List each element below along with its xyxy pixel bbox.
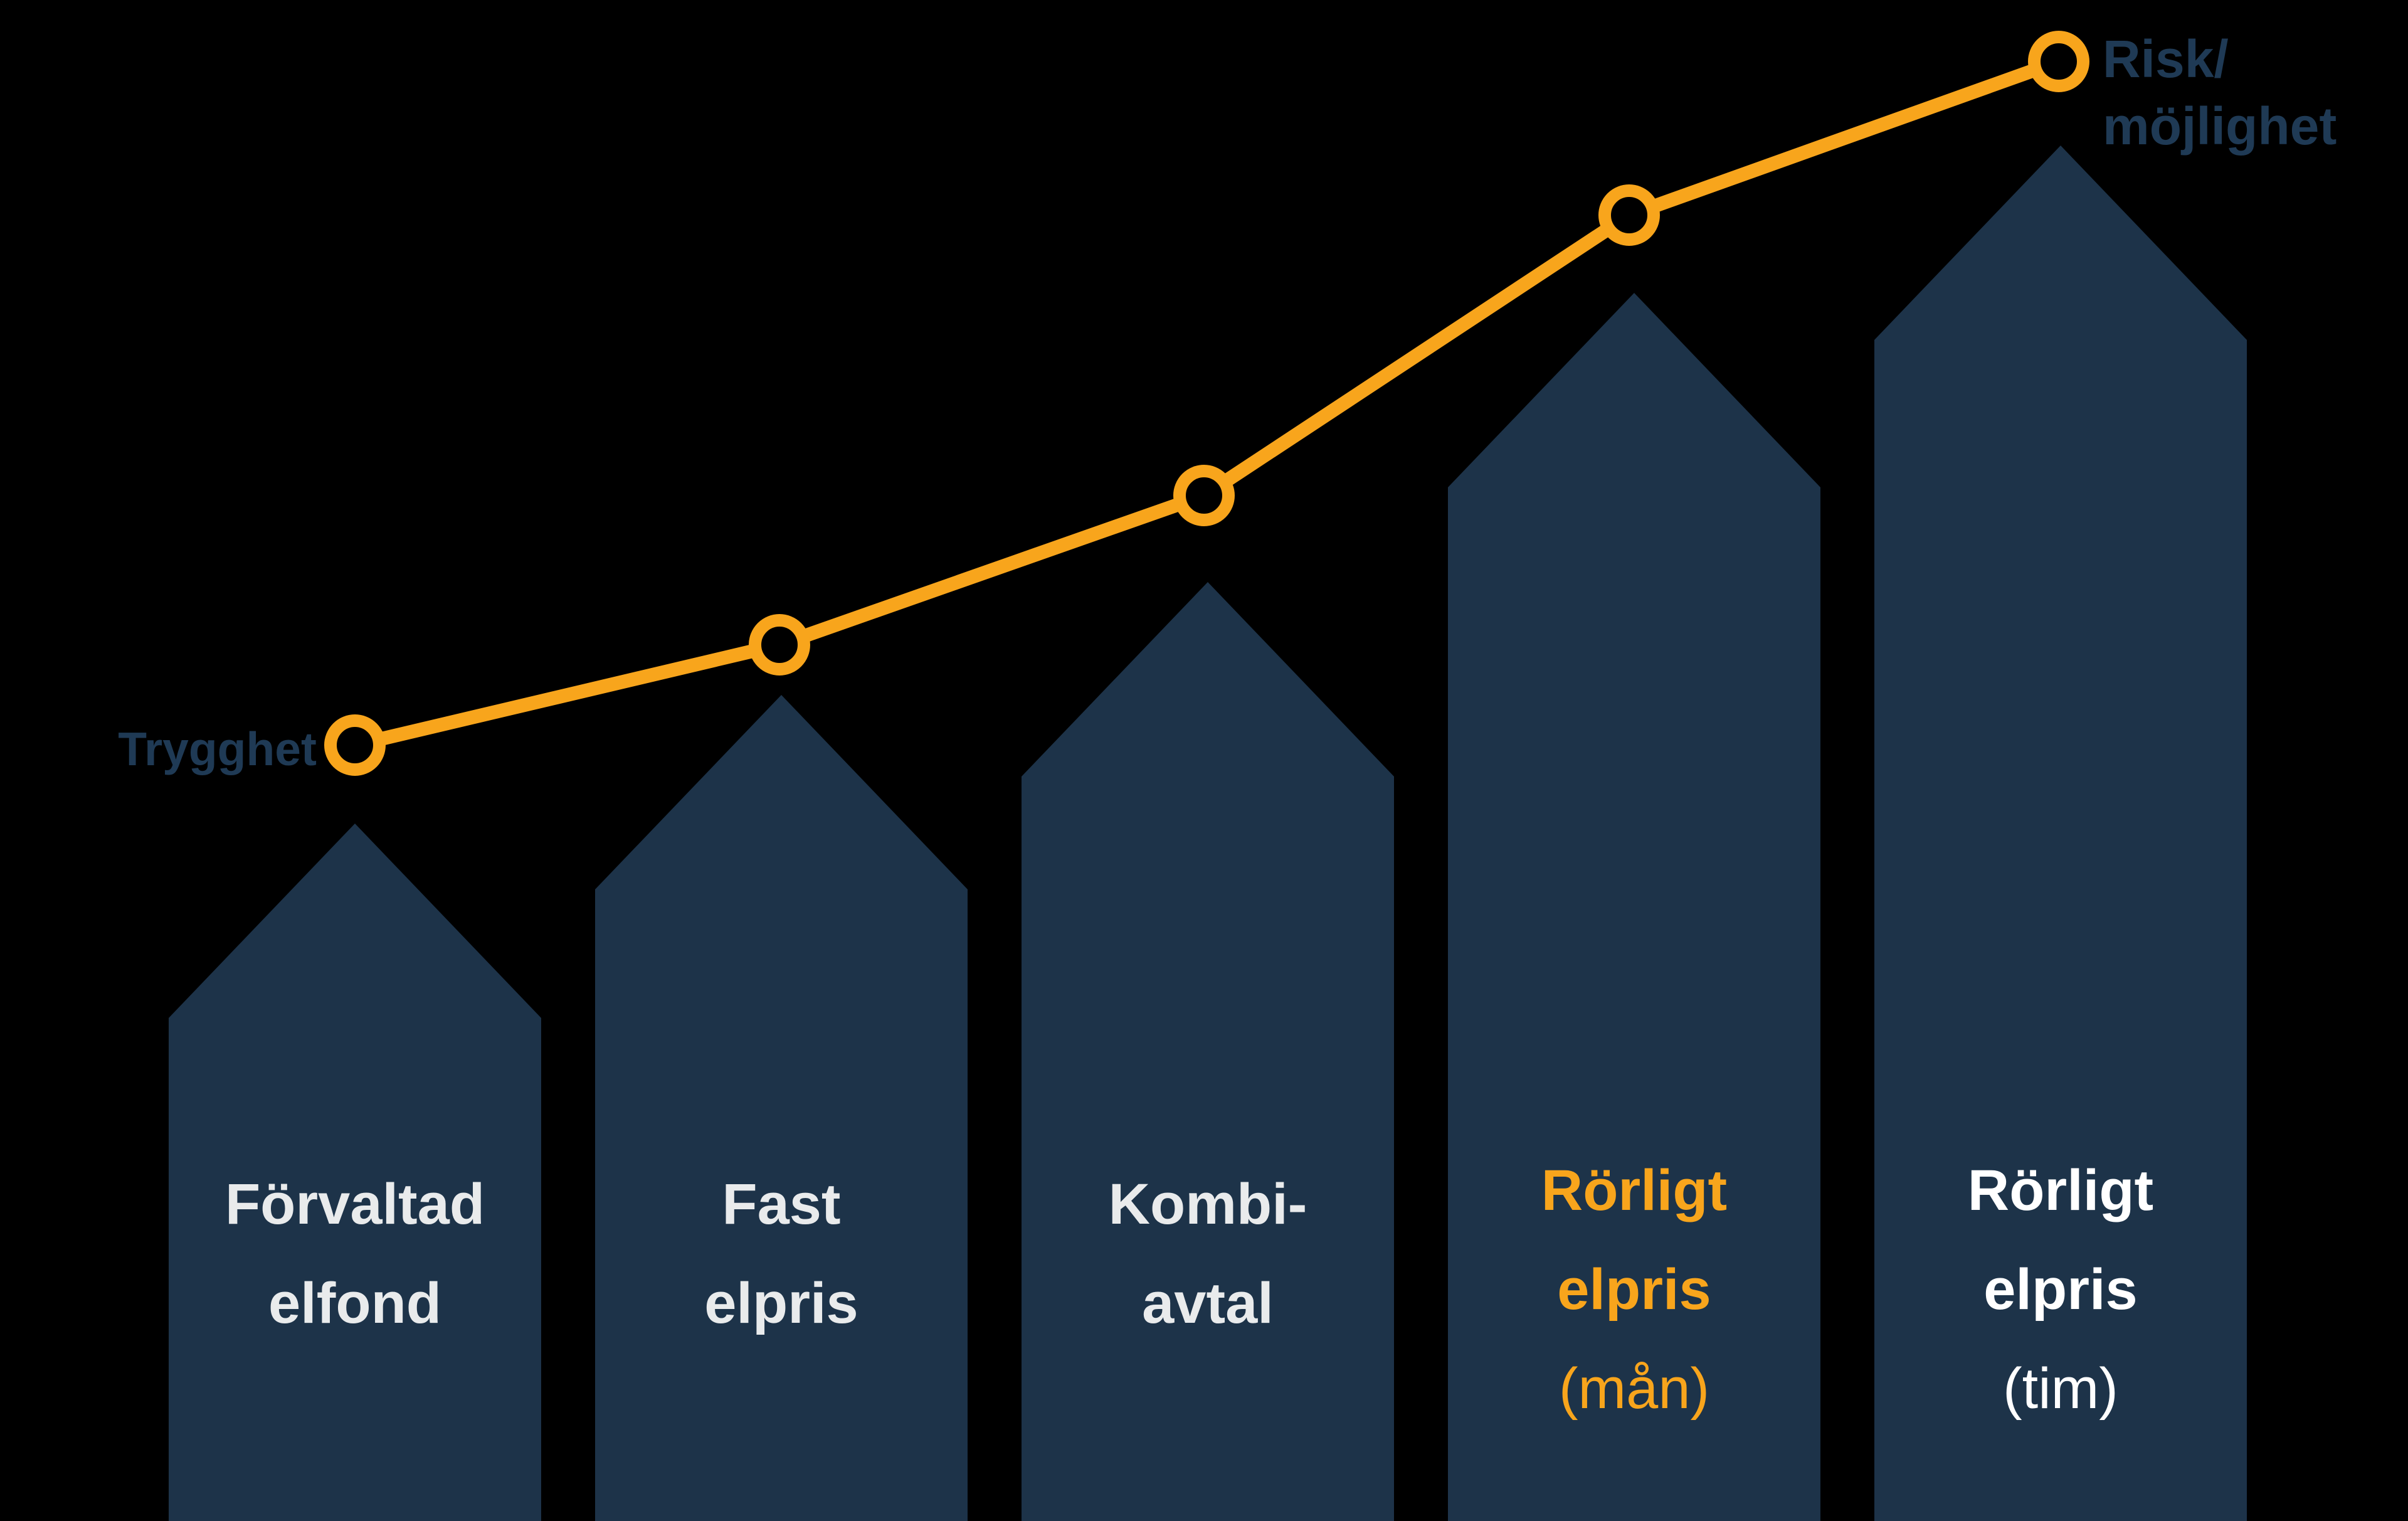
bar-label-line: Rörligt <box>1541 1158 1728 1222</box>
bar-shape-4 <box>1448 293 1820 1521</box>
bar-shape-5 <box>1874 146 2247 1521</box>
security-annotation: Trygghet <box>118 723 317 775</box>
bar-label-3: Kombi-avtal <box>1022 1155 1394 1353</box>
bar-label-line: Förvaltad <box>224 1172 485 1236</box>
bar-label-line: Rörligt <box>1967 1158 2154 1222</box>
bar-label-subline: (tim) <box>2003 1357 2118 1421</box>
bar-label-subline: (mån) <box>1558 1357 1710 1421</box>
bar-label-line: elpris <box>1983 1258 2138 1322</box>
bar-shape-2 <box>595 695 968 1521</box>
bar-shape-3 <box>1022 582 1394 1521</box>
risk-annotation: Risk/ möjlighet <box>2103 29 2337 156</box>
bar-label-line: avtal <box>1142 1271 1274 1335</box>
bar-label-line: elpris <box>704 1271 858 1335</box>
bar-label-line: Kombi- <box>1108 1172 1307 1236</box>
risk-line-marker-4 <box>1598 184 1660 246</box>
risk-line-marker-5 <box>2028 31 2089 92</box>
bar-label-1: Förvaltad elfond <box>169 1155 541 1353</box>
bar-label-line: elpris <box>1557 1258 1711 1322</box>
bar-label-4: Rörligt elpris (mån) <box>1448 1141 1820 1438</box>
bar-label-2: Fast elpris <box>595 1155 968 1353</box>
risk-line-marker-3 <box>1173 465 1235 526</box>
bar-shape-1 <box>169 824 541 1521</box>
bar-label-line: elfond <box>268 1271 441 1335</box>
bar-label-line: Fast <box>722 1172 841 1236</box>
risk-line-marker-1 <box>324 714 386 776</box>
bar-label-5: Rörligt elpris (tim) <box>1874 1141 2247 1438</box>
risk-line-marker-2 <box>749 614 810 676</box>
